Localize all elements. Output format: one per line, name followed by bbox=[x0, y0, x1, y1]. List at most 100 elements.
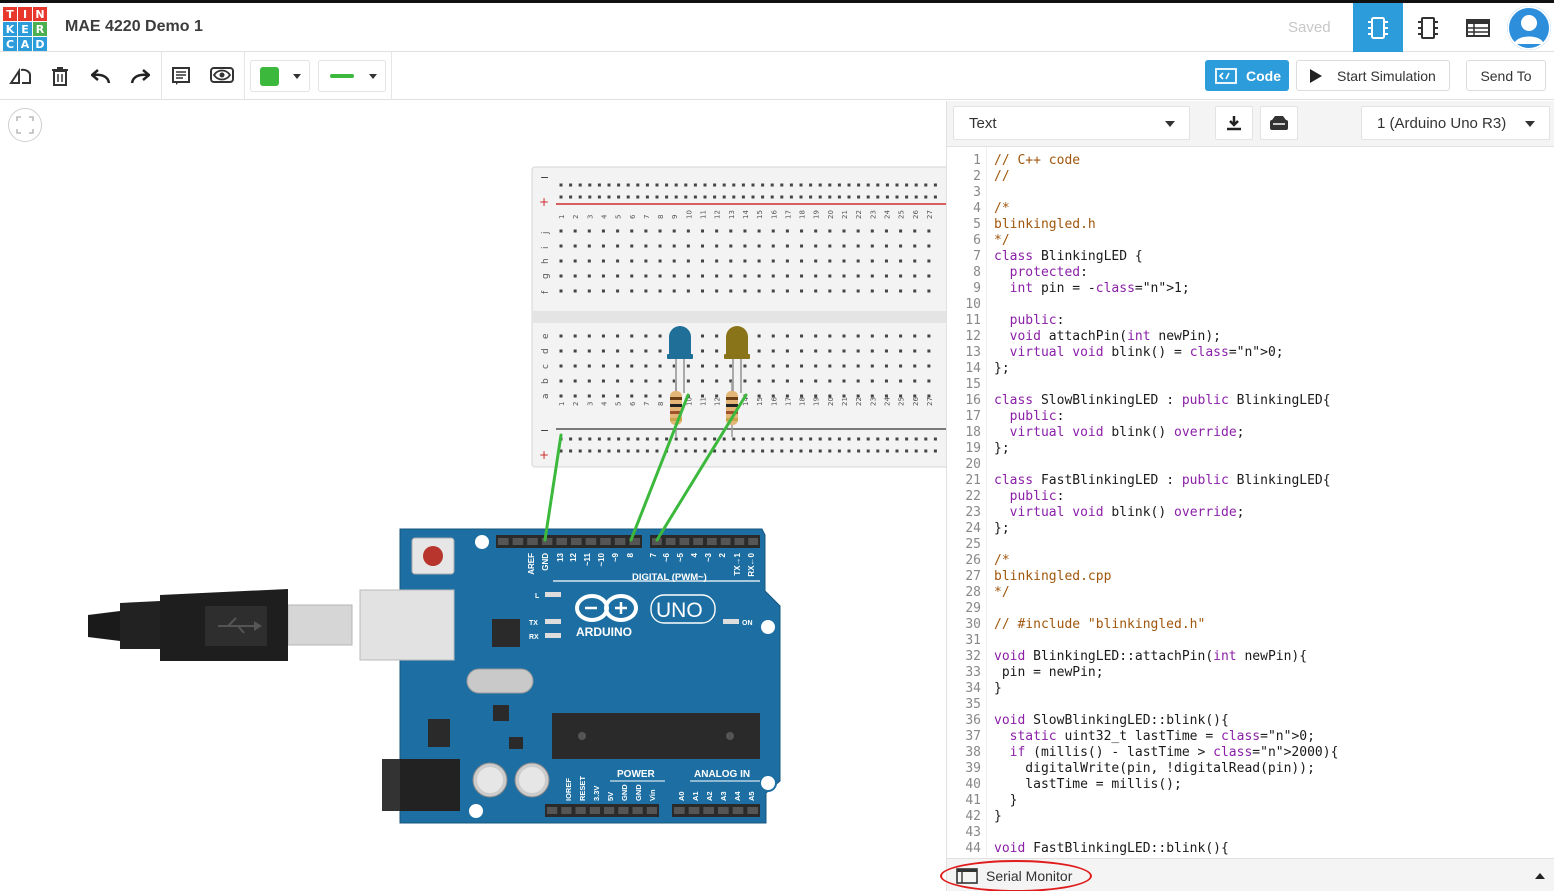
code-line[interactable]: 15 bbox=[947, 377, 1554, 393]
undo-button[interactable] bbox=[88, 63, 114, 89]
serial-monitor-bar[interactable]: Serial Monitor bbox=[940, 858, 1554, 891]
code-line[interactable]: 37 static uint32_t lastTime = class="n">… bbox=[947, 729, 1554, 745]
code-line[interactable]: 30// #include "blinkingled.h" bbox=[947, 617, 1554, 633]
wire-color-picker[interactable] bbox=[318, 60, 386, 92]
chevron-up-icon[interactable] bbox=[1535, 872, 1545, 879]
component-list-button[interactable] bbox=[1453, 3, 1503, 52]
code-line[interactable]: 33 pin = newPin; bbox=[947, 665, 1554, 681]
breadboard-column-number: 6 bbox=[629, 401, 637, 406]
code-line[interactable]: 28*/ bbox=[947, 585, 1554, 601]
code-line[interactable]: 18 virtual void blink() override; bbox=[947, 425, 1554, 441]
delete-button[interactable] bbox=[47, 63, 73, 89]
code-line[interactable]: 40 lastTime = millis(); bbox=[947, 777, 1554, 793]
toolbar-divider bbox=[161, 52, 162, 100]
code-line[interactable]: 10 bbox=[947, 297, 1554, 313]
breadboard-column-number: 11 bbox=[700, 210, 708, 219]
wire[interactable] bbox=[629, 393, 690, 542]
led-yellow[interactable] bbox=[724, 326, 750, 393]
code-line[interactable]: 35 bbox=[947, 697, 1554, 713]
chip-icon bbox=[1418, 16, 1438, 39]
code-line[interactable]: 20 bbox=[947, 457, 1554, 473]
libraries-button[interactable] bbox=[1260, 106, 1298, 140]
send-to-button[interactable]: Send To bbox=[1466, 60, 1546, 91]
fill-color-picker[interactable] bbox=[250, 60, 310, 92]
breadboard-column-number: 25 bbox=[898, 397, 906, 406]
code-line[interactable]: 23 virtual void blink() override; bbox=[947, 505, 1554, 521]
line-number: 13 bbox=[965, 345, 981, 360]
code-line[interactable]: 3 bbox=[947, 185, 1554, 201]
code-line[interactable]: 17 public: bbox=[947, 409, 1554, 425]
code-line[interactable]: 41 } bbox=[947, 793, 1554, 809]
code-line[interactable]: 14}; bbox=[947, 361, 1554, 377]
breadboard-column-number: 3 bbox=[586, 215, 594, 219]
logo-letter: N bbox=[33, 7, 47, 21]
code-line[interactable]: 24}; bbox=[947, 521, 1554, 537]
line-text: blinkingled.cpp bbox=[994, 569, 1112, 584]
digital-pin-label: ~6 bbox=[662, 552, 671, 562]
code-line[interactable]: 12 void attachPin(int newPin); bbox=[947, 329, 1554, 345]
header-pins bbox=[498, 538, 758, 814]
usb-cable[interactable] bbox=[88, 589, 353, 661]
code-line[interactable]: 6*/ bbox=[947, 233, 1554, 249]
code-line[interactable]: 11 public: bbox=[947, 313, 1554, 329]
code-line[interactable]: 1// C++ code bbox=[947, 153, 1554, 169]
code-button-label: Code bbox=[1246, 67, 1281, 84]
rail-plus-top: + bbox=[539, 195, 549, 209]
code-line[interactable]: 34} bbox=[947, 681, 1554, 697]
code-line[interactable]: 4/* bbox=[947, 201, 1554, 217]
start-simulation-button[interactable]: Start Simulation bbox=[1296, 60, 1450, 91]
line-number: 39 bbox=[965, 761, 981, 776]
wire[interactable] bbox=[655, 393, 748, 542]
schematic-view-button[interactable] bbox=[1403, 3, 1453, 52]
led-blue[interactable] bbox=[667, 326, 693, 393]
editor-mode-select[interactable]: Text bbox=[953, 106, 1190, 140]
code-line[interactable]: 42} bbox=[947, 809, 1554, 825]
code-line[interactable]: 29 bbox=[947, 601, 1554, 617]
l-led-label: L bbox=[535, 593, 540, 600]
code-line[interactable]: 13 virtual void blink() = class="n">0; bbox=[947, 345, 1554, 361]
project-title[interactable]: MAE 4220 Demo 1 bbox=[65, 18, 203, 35]
code-line[interactable]: 39 digitalWrite(pin, !digitalRead(pin)); bbox=[947, 761, 1554, 777]
code-line[interactable]: 19}; bbox=[947, 441, 1554, 457]
code-line[interactable]: 8 protected: bbox=[947, 265, 1554, 281]
notes-button[interactable] bbox=[168, 63, 194, 89]
code-line[interactable]: 22 public: bbox=[947, 489, 1554, 505]
code-line[interactable]: 25 bbox=[947, 537, 1554, 553]
fit-view-button[interactable] bbox=[8, 108, 42, 142]
code-line[interactable]: 2// bbox=[947, 169, 1554, 185]
trash-icon bbox=[52, 67, 68, 86]
code-line[interactable]: 43 bbox=[947, 825, 1554, 841]
code-line[interactable]: 27 blinkingled.cpp bbox=[947, 569, 1554, 585]
toggle-notes-visibility-button[interactable] bbox=[209, 63, 235, 89]
device-select[interactable]: 1 (Arduino Uno R3) bbox=[1361, 106, 1550, 140]
line-number: 27 bbox=[965, 569, 981, 584]
wire[interactable] bbox=[543, 433, 563, 542]
breadboard[interactable]: 1122334455667788991010111112121313141415… bbox=[531, 166, 946, 468]
breadboard-column-number: 16 bbox=[770, 397, 778, 406]
digital-pin-label: ~9 bbox=[611, 552, 620, 562]
circuit-canvas[interactable]: 1122334455667788991010111112121313141415… bbox=[0, 101, 946, 891]
wires[interactable] bbox=[543, 393, 748, 542]
code-line[interactable]: 9 int pin = -class="n">1; bbox=[947, 281, 1554, 297]
code-line[interactable]: 26/* bbox=[947, 553, 1554, 569]
code-line[interactable]: 31 bbox=[947, 633, 1554, 649]
rotate-button[interactable] bbox=[8, 63, 34, 89]
download-code-button[interactable] bbox=[1215, 106, 1253, 140]
line-number: 41 bbox=[965, 793, 981, 808]
circuit-view-button[interactable] bbox=[1353, 3, 1403, 52]
code-button[interactable]: Code bbox=[1205, 60, 1289, 91]
line-number: 44 bbox=[965, 841, 981, 856]
redo-button[interactable] bbox=[127, 63, 153, 89]
user-avatar[interactable] bbox=[1507, 6, 1551, 50]
code-line[interactable]: 38 if (millis() - lastTime > class="n">2… bbox=[947, 745, 1554, 761]
